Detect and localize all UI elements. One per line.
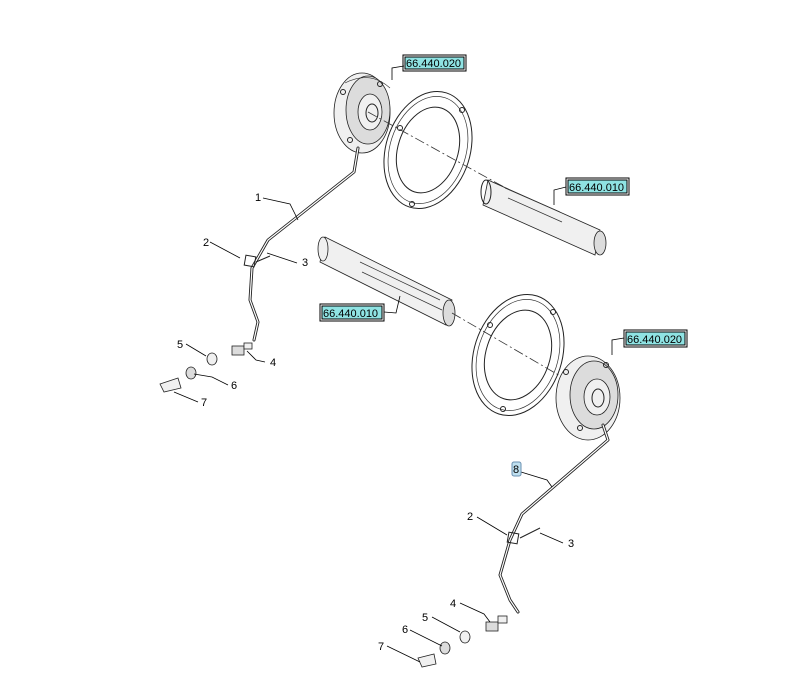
bearing-housing-top[interactable] <box>333 72 391 154</box>
ring-plate-bottom[interactable] <box>457 282 579 427</box>
item-number-2-bottom[interactable]: 2 <box>467 511 473 523</box>
item-number-3-bottom[interactable]: 3 <box>568 538 574 550</box>
shaft-right[interactable] <box>480 179 607 256</box>
fitting-group-bottom[interactable] <box>417 615 508 668</box>
bearing-housing-bottom[interactable] <box>555 355 621 441</box>
item-number-6-top[interactable]: 6 <box>231 380 237 392</box>
item-number-4-top[interactable]: 4 <box>270 357 276 369</box>
lube-pipe-bottom[interactable] <box>498 423 610 614</box>
selected-item-highlight <box>511 461 522 477</box>
item-number-2-top[interactable]: 2 <box>203 237 209 249</box>
item-number-6-bottom[interactable]: 6 <box>402 624 408 636</box>
item-number-5-bottom[interactable]: 5 <box>422 612 428 624</box>
fitting-group-top[interactable] <box>159 342 253 393</box>
ref-label-shaft-left: 66.440.010 <box>323 308 378 320</box>
ref-callout-bearing-bottom[interactable]: 66.440.020 <box>623 329 688 348</box>
ref-callout-shaft-right[interactable]: 66.440.010 <box>565 177 630 196</box>
item-number-1[interactable]: 1 <box>255 192 261 204</box>
ref-callout-bearing-top[interactable]: 66.440.020 <box>402 54 467 72</box>
item-number-8[interactable]: 8 <box>513 464 519 476</box>
item-number-4-bottom[interactable]: 4 <box>450 598 456 610</box>
leader-lines <box>173 65 625 663</box>
shaft-left[interactable] <box>317 236 456 327</box>
ref-label-bearing-top: 66.440.020 <box>406 58 461 70</box>
item-number-7-bottom[interactable]: 7 <box>378 641 384 653</box>
screw-bottom[interactable] <box>519 527 541 539</box>
item-number-3-top[interactable]: 3 <box>302 257 308 269</box>
ref-callout-shaft-left[interactable]: 66.440.010 <box>319 303 385 322</box>
ring-plate-top[interactable] <box>370 80 487 220</box>
lube-pipe-top[interactable] <box>248 146 360 342</box>
clip-top[interactable] <box>243 254 257 268</box>
screw-top[interactable] <box>255 255 271 263</box>
ref-label-bearing-bottom: 66.440.020 <box>627 334 682 346</box>
item-number-7-top[interactable]: 7 <box>201 397 207 409</box>
ref-label-shaft-right: 66.440.010 <box>569 182 624 194</box>
item-number-5-top[interactable]: 5 <box>177 339 183 351</box>
clip-bottom[interactable] <box>506 531 520 545</box>
